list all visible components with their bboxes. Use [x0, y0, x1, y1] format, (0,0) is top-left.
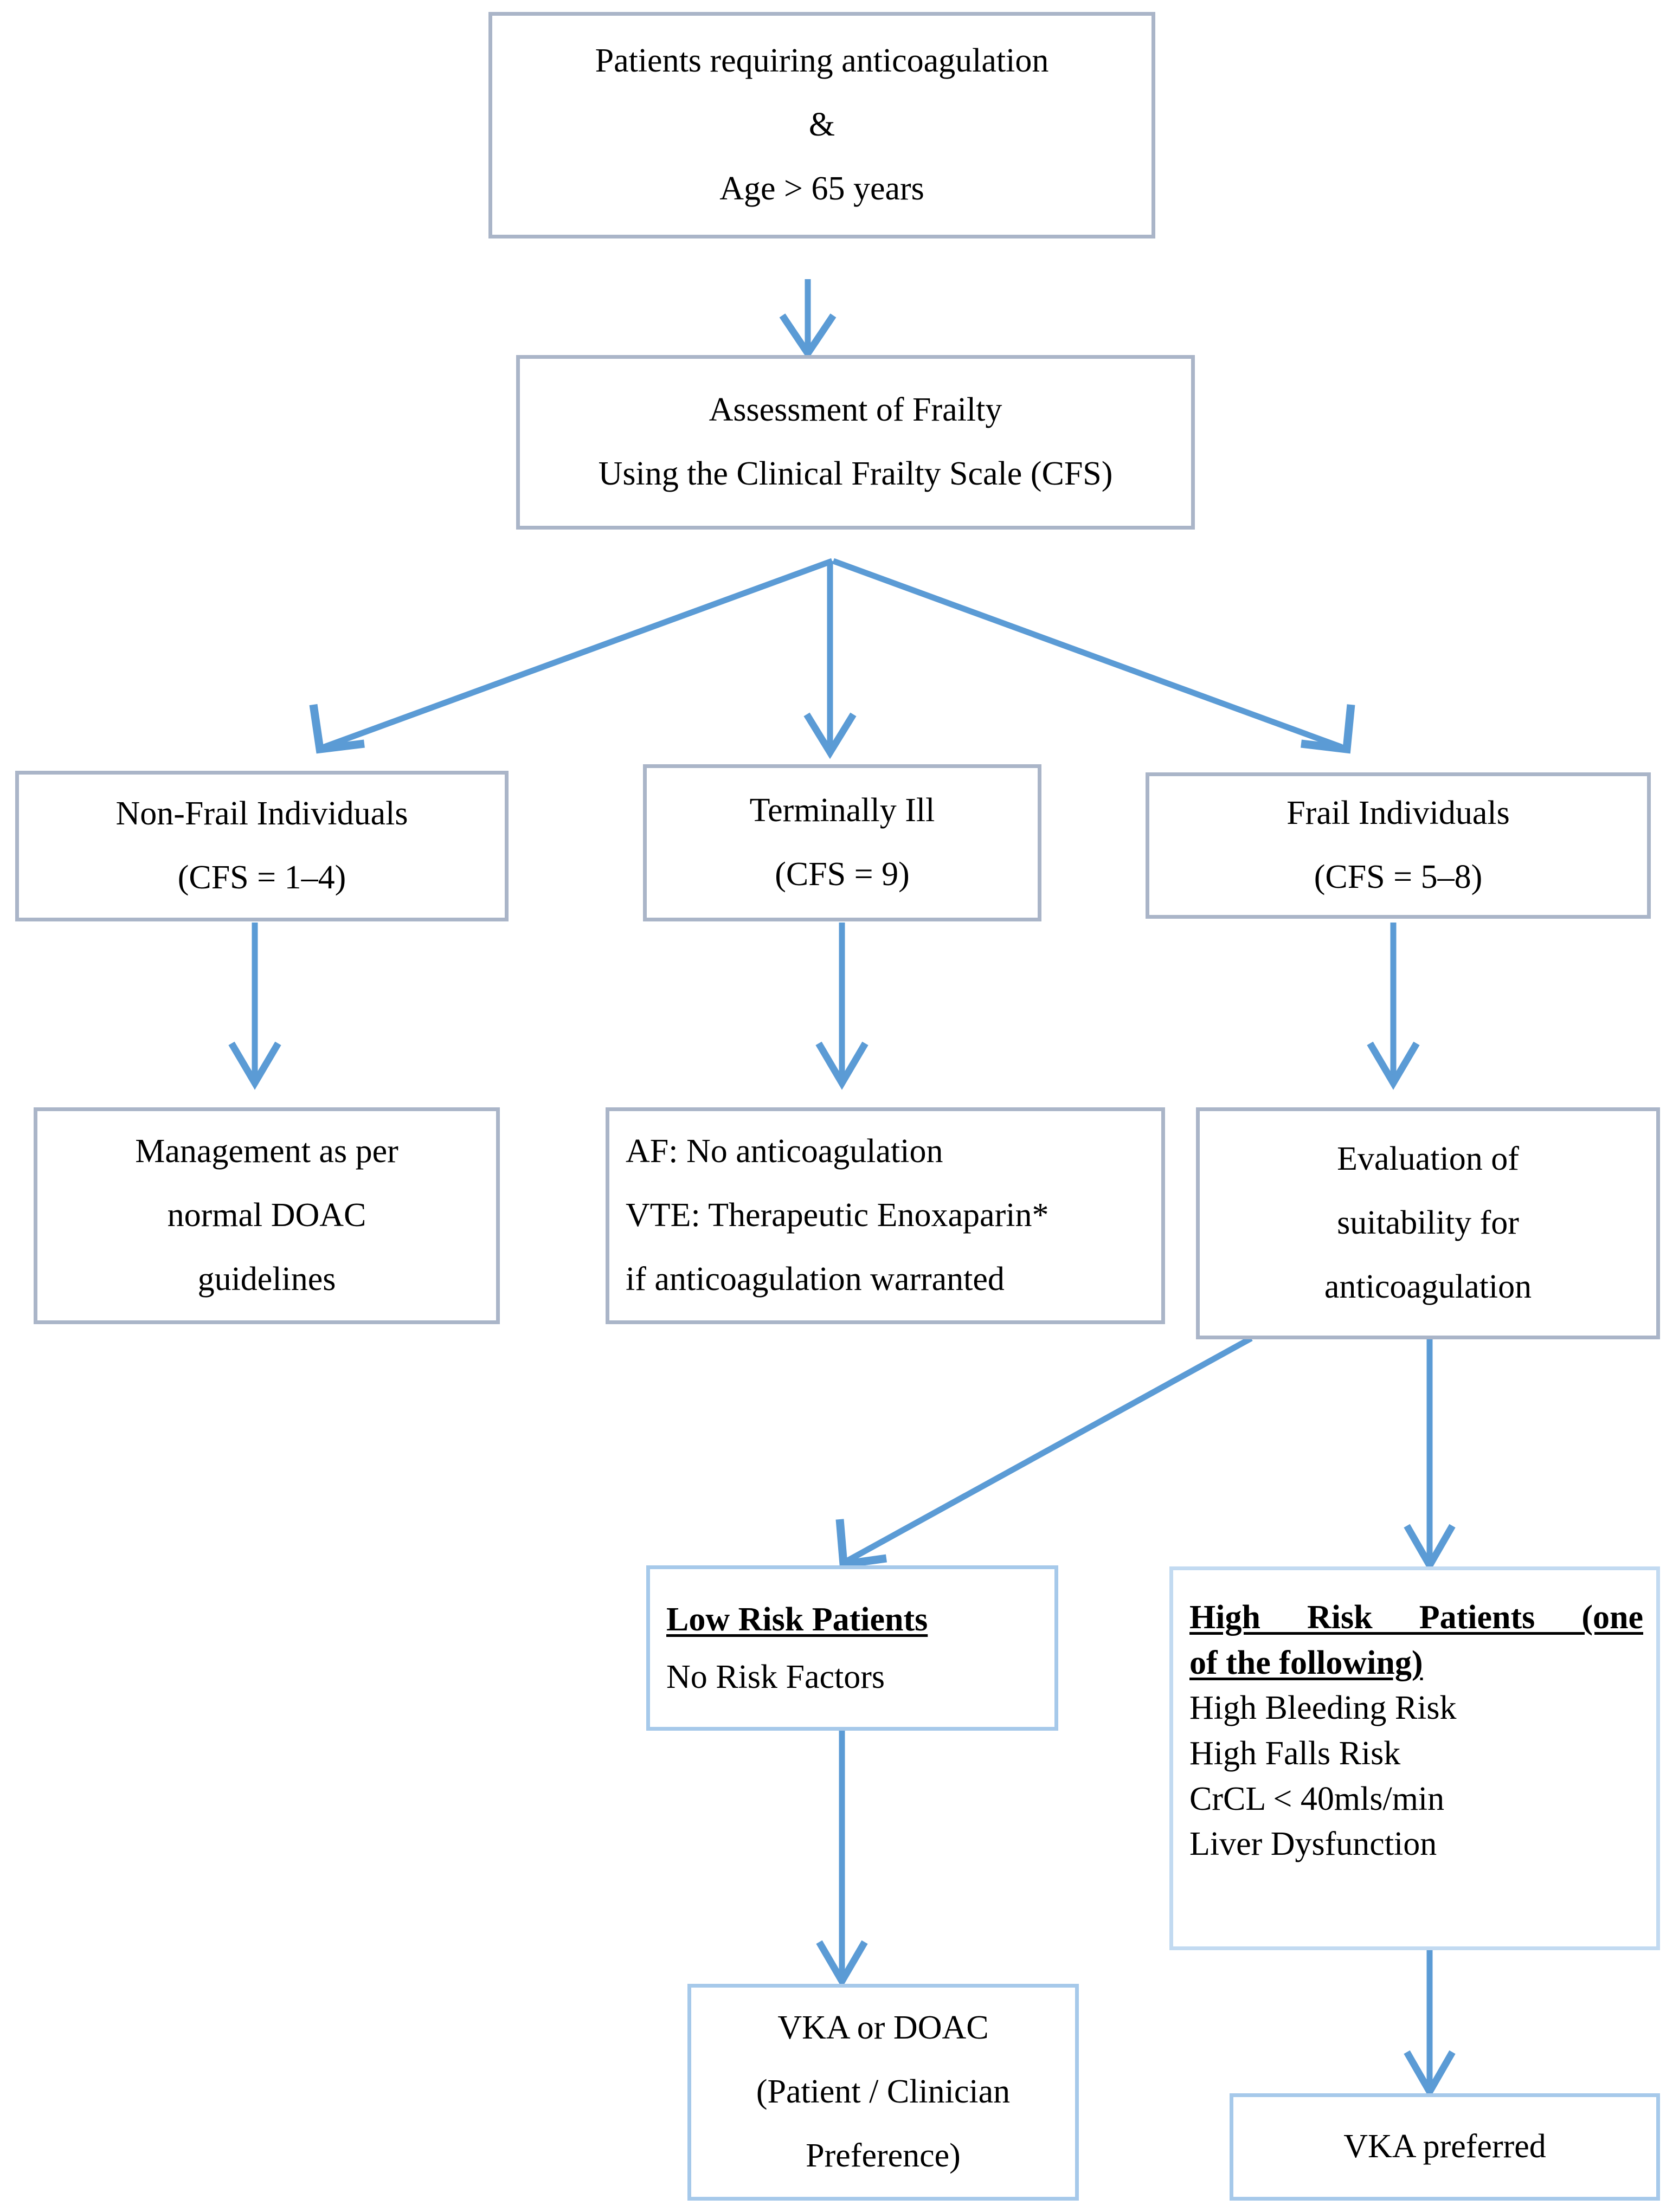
node-terminally-ill-line-1: Terminally Ill	[749, 792, 935, 829]
arrow-start-to-assessment	[779, 279, 837, 360]
node-normal-doac-guidelines: Management as per normal DOAC guidelines	[34, 1107, 500, 1324]
node-low-risk-heading: Low Risk Patients	[666, 1601, 928, 1638]
arrow-terminally-ill-to-terminal-mgmt	[815, 923, 869, 1090]
node-normal-doac-line-3: guidelines	[197, 1260, 336, 1298]
node-evaluation-line-1: Evaluation of	[1337, 1140, 1519, 1178]
node-high-risk-patients: High Risk Patients (one of the following…	[1169, 1566, 1660, 1950]
node-terminal-mgmt-line-3: if anticoagulation warranted	[626, 1260, 1005, 1298]
arrow-frail-to-evaluation	[1367, 923, 1420, 1090]
node-frail-line-2: (CFS = 5–8)	[1314, 859, 1483, 895]
node-evaluation-of-suitability: Evaluation of suitability for anticoagul…	[1196, 1107, 1660, 1339]
arrow-assessment-to-frail	[832, 558, 1355, 754]
node-terminally-ill: Terminally Ill (CFS = 9)	[643, 764, 1041, 921]
node-frail-individuals: Frail Individuals (CFS = 5–8)	[1146, 772, 1651, 919]
node-non-frail-individuals: Non-Frail Individuals (CFS = 1–4)	[15, 771, 509, 921]
node-non-frail-line-2: (CFS = 1–4)	[177, 859, 346, 896]
node-terminal-management: AF: No anticoagulation VTE: Therapeutic …	[606, 1107, 1165, 1324]
node-vka-or-doac: VKA or DOAC (Patient / Clinician Prefere…	[687, 1984, 1079, 2201]
node-start: Patients requiring anticoagulation & Age…	[488, 12, 1155, 238]
node-normal-doac-line-2: normal DOAC	[167, 1197, 366, 1234]
node-vka-or-doac-line-3: Preference)	[806, 2137, 961, 2174]
node-vka-or-doac-line-2: (Patient / Clinician	[756, 2073, 1011, 2111]
arrow-high-risk-to-vka-preferred	[1404, 1949, 1456, 2099]
node-start-line-2: &	[808, 106, 835, 144]
node-high-risk-line-2: High Falls Risk	[1189, 1735, 1401, 1772]
node-start-line-1: Patients requiring anticoagulation	[595, 42, 1049, 80]
node-vka-or-doac-line-1: VKA or DOAC	[777, 2009, 989, 2047]
node-frail-line-1: Frail Individuals	[1286, 795, 1510, 832]
node-evaluation-line-2: suitability for	[1337, 1204, 1519, 1242]
arrow-evaluation-to-low-risk	[835, 1336, 1253, 1569]
node-vka-preferred: VKA preferred	[1230, 2093, 1660, 2201]
arrow-assessment-to-nonfrail	[309, 558, 833, 754]
node-high-risk-line-4: Liver Dysfunction	[1189, 1826, 1437, 1863]
node-assessment-line-2: Using the Clinical Frailty Scale (CFS)	[598, 455, 1113, 492]
node-high-risk-line-3: CrCL < 40mls/min	[1189, 1780, 1445, 1817]
arrow-evaluation-to-high-risk	[1404, 1338, 1456, 1573]
arrow-low-risk-to-vka-or-doac	[816, 1729, 868, 1988]
arrow-assessment-to-terminally-ill	[803, 561, 857, 759]
node-start-line-3: Age > 65 years	[719, 170, 924, 207]
node-terminally-ill-line-2: (CFS = 9)	[775, 856, 910, 893]
node-high-risk-line-1: High Bleeding Risk	[1189, 1689, 1457, 1727]
node-low-risk-patients: Low Risk Patients No Risk Factors	[646, 1565, 1058, 1731]
node-high-risk-heading-line-1: High Risk Patients (one	[1189, 1599, 1643, 1636]
node-non-frail-line-1: Non-Frail Individuals	[115, 795, 408, 833]
node-normal-doac-line-1: Management as per	[135, 1133, 398, 1170]
node-high-risk-heading-line-2: of the following)	[1189, 1644, 1423, 1681]
node-evaluation-line-3: anticoagulation	[1324, 1268, 1532, 1305]
arrow-nonfrail-to-normal-doac	[228, 923, 281, 1090]
node-terminal-mgmt-line-1: AF: No anticoagulation	[626, 1133, 943, 1170]
node-vka-preferred-line-1: VKA preferred	[1343, 2128, 1546, 2165]
node-low-risk-line-1: No Risk Factors	[666, 1658, 885, 1695]
node-assessment-line-1: Assessment of Frailty	[709, 391, 1002, 429]
node-assessment-of-frailty: Assessment of Frailty Using the Clinical…	[516, 355, 1195, 530]
node-terminal-mgmt-line-2: VTE: Therapeutic Enoxaparin*	[626, 1197, 1049, 1234]
